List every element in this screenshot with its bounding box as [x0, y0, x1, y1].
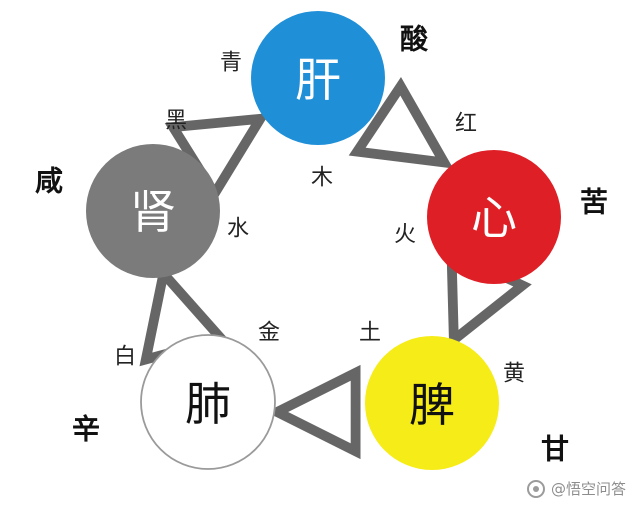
arrow-kidney-to-liver-fill: [204, 124, 252, 154]
spleen-color-label: 黄: [503, 362, 525, 387]
watermark: @悟空问答: [526, 478, 626, 499]
kidney-taste-label: 咸: [35, 165, 63, 198]
lung-taste-label: 辛: [72, 413, 100, 446]
kidney-color-label: 黑: [165, 109, 187, 134]
watermark-logo-icon: [526, 479, 545, 498]
heart-element-label: 火: [394, 223, 416, 248]
arrow-lung-to-kidney-fill: [166, 283, 181, 339]
liver-element-label: 木: [311, 166, 333, 191]
kidney-element-label: 水: [227, 217, 249, 242]
spleen-element-label: 土: [359, 321, 381, 346]
lung-circle: [140, 334, 276, 470]
lung-element-label: 金: [258, 321, 280, 346]
watermark-text: @悟空问答: [550, 480, 626, 498]
liver-color-label: 青: [220, 51, 242, 76]
liver-taste-label: 酸: [400, 23, 429, 56]
spleen-label: 脾: [409, 378, 455, 432]
liver-label: 肝: [295, 53, 341, 107]
liver-circle: [251, 11, 385, 145]
heart-color-label: 红: [455, 112, 477, 137]
lung-label: 肺: [185, 377, 231, 431]
spleen-taste-label: 甘: [541, 433, 569, 466]
heart-label: 心: [471, 191, 517, 245]
kidney-circle: [86, 144, 220, 278]
heart-circle: [427, 150, 561, 284]
kidney-label: 肾: [130, 185, 176, 239]
arrow-liver-to-heart-fill: [382, 121, 436, 157]
arrows: [166, 121, 479, 412]
lung-color-label: 白: [114, 345, 136, 370]
arrow-heart-to-spleen-fill: [458, 286, 479, 331]
heart-taste-label: 苦: [580, 186, 608, 219]
spleen-circle: [365, 336, 499, 470]
